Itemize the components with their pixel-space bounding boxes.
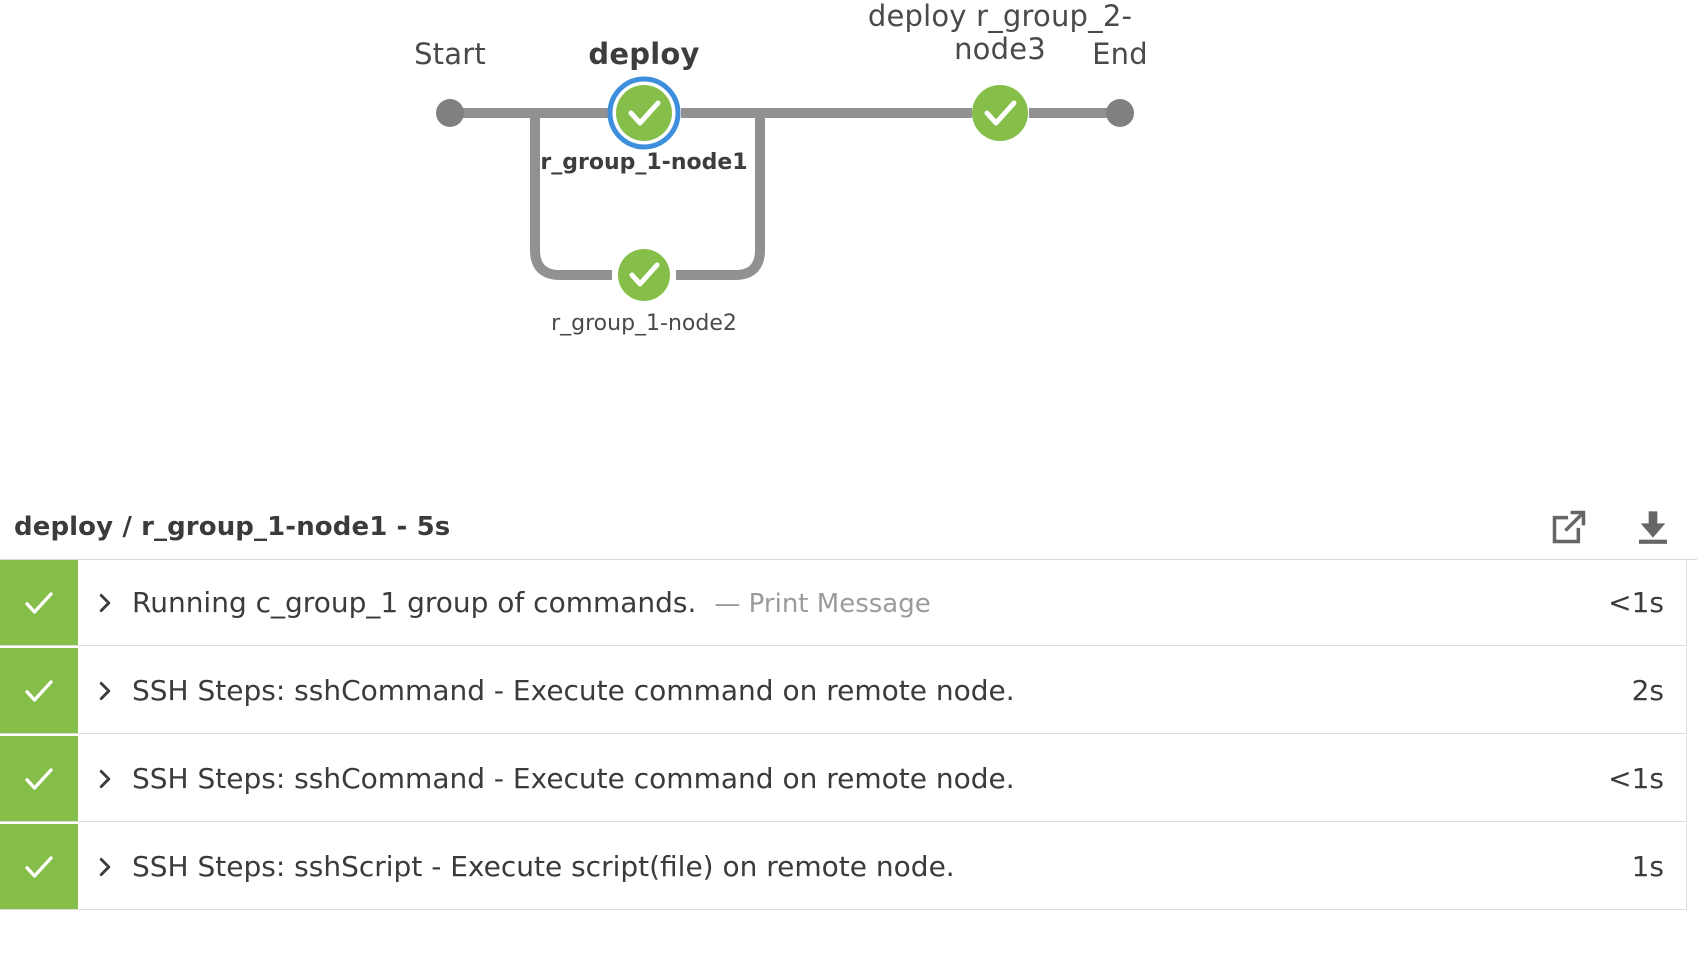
pipeline-graph: Start deploy deploy r_group_2- node3 End… [0, 0, 1697, 470]
open-in-new-window-icon[interactable] [1549, 507, 1589, 547]
check-icon [628, 100, 661, 126]
graph-node-node2 [618, 249, 670, 301]
step-log-rows: Running c_group_1 group of commands. — P… [0, 560, 1697, 910]
row-duration: <1s [1608, 586, 1664, 619]
row-text: Running c_group_1 group of commands. [132, 586, 697, 619]
row-text: SSH Steps: sshCommand - Execute command … [132, 762, 1015, 795]
check-icon [984, 100, 1017, 126]
step-log-actions [1549, 507, 1681, 547]
pipeline-graph-canvas [436, 76, 1134, 301]
step-log-section: deploy / r_group_1-node1 - 5s [0, 470, 1697, 966]
row-status-success [0, 736, 78, 821]
stage-title-end: End [1092, 37, 1148, 71]
check-icon [25, 679, 53, 702]
chevron-right-icon [99, 769, 111, 788]
row-expand-chevron-icon[interactable] [78, 766, 132, 792]
download-icon[interactable] [1633, 507, 1673, 547]
graph-node-node1 [607, 76, 681, 150]
row-body: SSH Steps: sshCommand - Execute command … [132, 674, 1632, 707]
chevron-right-icon [99, 681, 111, 700]
log-row[interactable]: SSH Steps: sshCommand - Execute command … [0, 736, 1687, 822]
check-icon [25, 855, 53, 878]
edge-start-node2 [530, 113, 612, 280]
edge-node2-join [676, 113, 765, 280]
graph-node-label-node2: r_group_1-node2 [551, 311, 737, 336]
log-row[interactable]: SSH Steps: sshScript - Execute script(fi… [0, 824, 1687, 910]
row-expand-chevron-icon[interactable] [78, 854, 132, 880]
stage-title-start: Start [414, 37, 486, 71]
graph-node-label-node1: r_group_1-node1 [540, 150, 748, 175]
graph-edges [456, 108, 1124, 280]
chevron-right-icon [99, 593, 111, 612]
row-duration: 2s [1631, 674, 1664, 707]
check-icon [25, 767, 53, 790]
check-icon [629, 262, 660, 287]
log-row[interactable]: SSH Steps: sshCommand - Execute command … [0, 648, 1687, 734]
check-icon [25, 591, 53, 614]
row-duration: 1s [1631, 850, 1664, 883]
row-text: SSH Steps: sshScript - Execute script(fi… [132, 850, 955, 883]
chevron-right-icon [99, 857, 111, 876]
row-body: SSH Steps: sshCommand - Execute command … [132, 762, 1608, 795]
stage-title-deploy-r-group-2-node3: deploy r_group_2- node3 [867, 0, 1133, 66]
row-expand-chevron-icon[interactable] [78, 590, 132, 616]
log-row[interactable]: Running c_group_1 group of commands. — P… [0, 560, 1687, 646]
graph-node-end [1106, 99, 1134, 127]
step-log-header: deploy / r_group_1-node1 - 5s [0, 470, 1697, 560]
stage-title-deploy: deploy [588, 37, 700, 71]
row-status-success [0, 648, 78, 733]
row-meta: — Print Message [714, 589, 931, 619]
row-duration: <1s [1608, 762, 1664, 795]
row-body: Running c_group_1 group of commands. — P… [132, 586, 1608, 619]
row-expand-chevron-icon[interactable] [78, 678, 132, 704]
row-status-success [0, 560, 78, 645]
step-log-title: deploy / r_group_1-node1 - 5s [14, 512, 451, 542]
graph-node-node3 [972, 85, 1028, 141]
row-body: SSH Steps: sshScript - Execute script(fi… [132, 850, 1632, 883]
graph-node-start [436, 99, 464, 127]
row-status-success [0, 824, 78, 909]
row-text: SSH Steps: sshCommand - Execute command … [132, 674, 1015, 707]
